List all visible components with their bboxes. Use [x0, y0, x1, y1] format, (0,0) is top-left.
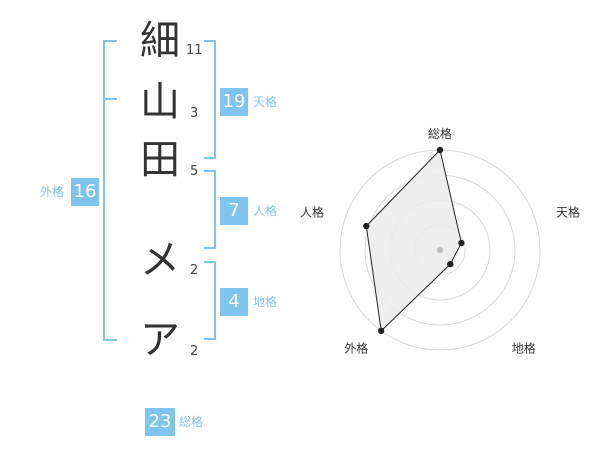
- radar-point-2: [458, 239, 465, 247]
- tenkaku-label: 天格: [253, 95, 278, 109]
- gaikaku-label: 外格: [40, 185, 65, 199]
- stroke-count-1: 11: [186, 43, 203, 58]
- radar-axis-label-5: 人格: [300, 204, 324, 219]
- chikaku-value: 4: [220, 288, 248, 316]
- jinkaku-label: 人格: [253, 204, 278, 218]
- gaikaku-bracket: [103, 40, 117, 341]
- stroke-count-2: 3: [190, 106, 199, 121]
- jinkaku-bracket: [204, 170, 216, 249]
- radar-axis-label-2: 天格: [556, 204, 580, 219]
- gaikaku-value: 16: [71, 178, 99, 206]
- radar-axis-label-1: 総格: [428, 126, 452, 141]
- radar-axis-label-4: 外格: [344, 341, 368, 356]
- chikaku-label: 地格: [253, 295, 278, 309]
- stroke-count-4: 2: [190, 263, 199, 278]
- radar-axis-label-3: 地格: [512, 341, 536, 356]
- tenkaku-bracket: [204, 40, 216, 159]
- gaikaku-bracket-tick: [103, 98, 117, 100]
- radar-point-5: [363, 222, 370, 230]
- tenkaku-value: 19: [220, 88, 248, 116]
- stroke-count-3: 5: [190, 164, 199, 179]
- radar-point-3: [447, 260, 454, 268]
- radar-point-4: [378, 327, 385, 335]
- soukaku-label: 総格: [179, 415, 204, 429]
- stroke-count-5: 2: [190, 344, 199, 359]
- name-char-1: 細: [140, 18, 180, 64]
- name-char-5: ア: [140, 317, 180, 363]
- name-char-2: 山: [140, 79, 180, 125]
- radar-point-1: [436, 146, 444, 154]
- jinkaku-value: 7: [220, 197, 248, 225]
- soukaku-value: 23: [145, 408, 175, 436]
- name-char-3: 田: [140, 137, 180, 183]
- radar-center: [437, 247, 443, 253]
- radar-polygon: [365, 148, 462, 332]
- name-char-4: メ: [140, 237, 180, 283]
- chikaku-bracket: [204, 261, 216, 340]
